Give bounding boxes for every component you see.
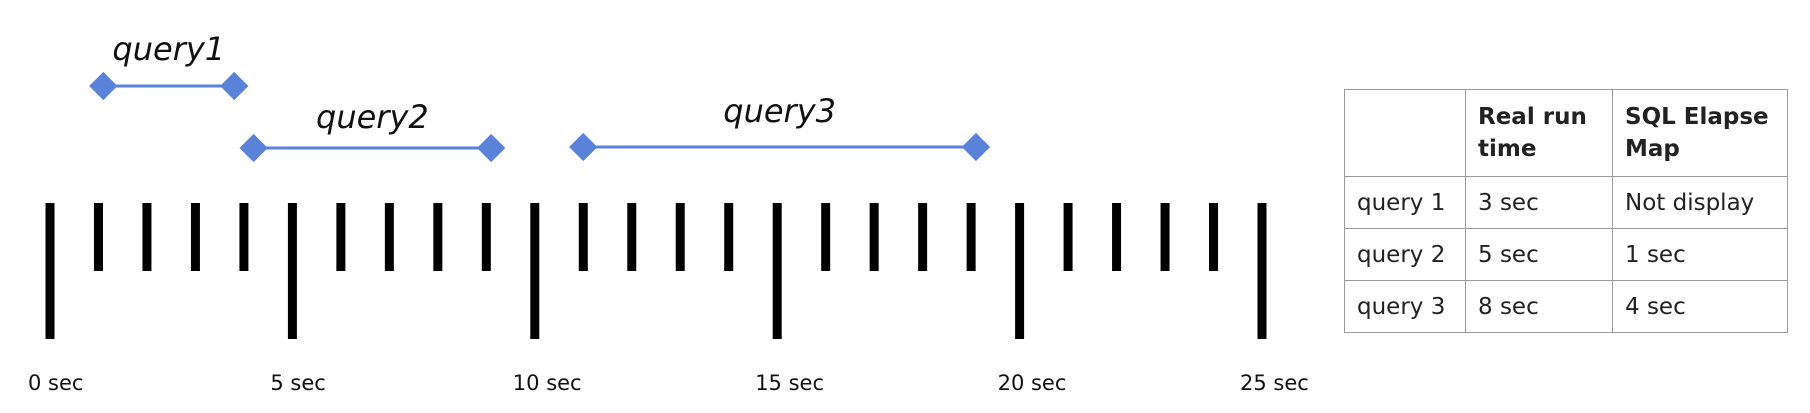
table-cell-sql-elapse: 4 sec [1612,280,1788,333]
diamond-marker [569,132,598,162]
query-label: query2 [316,98,429,136]
timeline-diagram: query1 query2 query3 0 sec 5 sec 10 sec 15 se… [28,30,1309,395]
table-cell-sql-elapse: 1 sec [1612,228,1788,281]
table-cell-query: query 3 [1344,280,1466,333]
diamond-marker [220,71,249,101]
table-header-cell [1344,89,1466,177]
table-row: query 1 3 sec Not display [1344,176,1788,229]
table-cell-query: query 1 [1344,176,1466,229]
table-cell-sql-elapse: Not display [1612,176,1788,229]
table-row: query 3 8 sec 4 sec [1344,280,1788,333]
tick-label: 20 sec [998,371,1067,395]
query-bars: query1 query2 query3 [89,30,991,163]
query-bar-query3: query3 [569,92,991,162]
table-header-row: Real run time SQL Elapse Map [1344,89,1788,177]
table-row: query 2 5 sec 1 sec [1344,228,1788,281]
query-bar-query1: query1 [89,30,249,101]
tick-label: 10 sec [513,371,582,395]
diamond-marker [239,133,268,163]
table-cell-real-run-time: 3 sec [1465,176,1613,229]
tick-label: 15 sec [755,371,824,395]
tick-label: 0 sec [28,371,83,395]
run-time-table: Real run time SQL Elapse Map query 1 3 s… [1344,89,1788,333]
timeline-ticks [45,203,1267,339]
tick-label: 5 sec [270,371,325,395]
table-header-sql-elapse-map: SQL Elapse Map [1612,89,1788,177]
timeline-tick-labels: 0 sec 5 sec 10 sec 15 sec 20 sec 25 sec [28,371,1309,395]
table-cell-real-run-time: 5 sec [1465,228,1613,281]
query-label: query1 [112,30,225,68]
table-cell-real-run-time: 8 sec [1465,280,1613,333]
table-header-real-run-time: Real run time [1465,89,1613,177]
table-cell-query: query 2 [1344,228,1466,281]
diamond-marker [89,71,118,101]
query-bar-query2: query2 [239,98,506,163]
diamond-marker [477,133,506,163]
diamond-marker [961,132,991,162]
query-label: query3 [723,92,836,130]
tick-label: 25 sec [1240,371,1309,395]
